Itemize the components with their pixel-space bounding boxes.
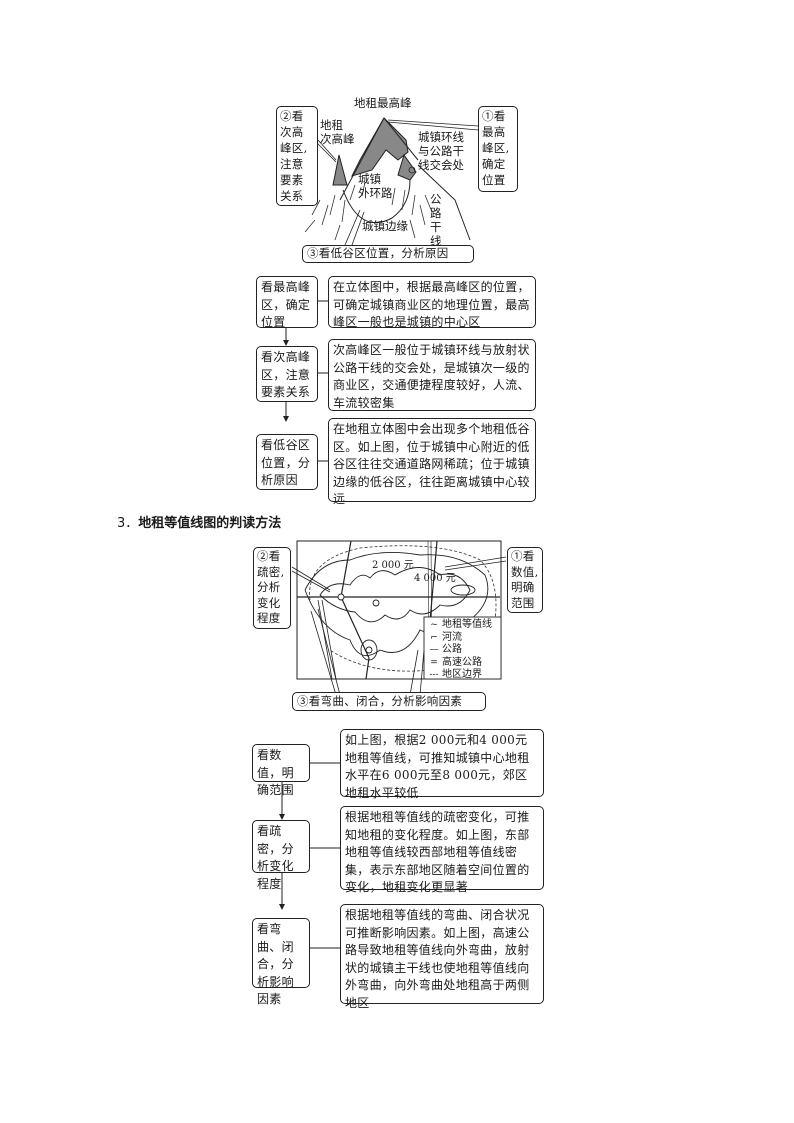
boundary-icon: --- <box>429 670 439 680</box>
flow1-desc-3: 在地租立体图中会出现多个地租低谷区。如上图，位于城镇中心附近的低谷区往往交通道路… <box>328 418 536 506</box>
isoline-label-4000: 4 000 元 <box>414 573 456 584</box>
flow1-desc-1: 在立体图中，根据最高峰区的位置，可确定城镇商业区的地理位置，最高峰区一般也是城镇… <box>328 276 536 329</box>
label-highway: 公 路 干 线 <box>430 192 442 248</box>
flow1-step-1: 看最高峰区，确定位置 <box>256 276 318 329</box>
expressway-icon: = <box>430 657 438 668</box>
label-ring-junction: 城镇环线 与公路干 线交会处 <box>418 130 464 172</box>
legend-item-boundary: ---地区边界 <box>429 669 482 680</box>
flow2-desc-2: 根据地租等值线的疏密变化，可推知地租的变化程度。如上图，东部地租等值线较西部地租… <box>340 806 544 894</box>
flow2-step-2: 看疏密，分析变化程度 <box>252 820 310 891</box>
isoline-map <box>291 540 507 696</box>
flow1-connectors <box>283 300 328 462</box>
label-highest-peak: 地租最高峰 <box>354 96 412 110</box>
section-number: 3． <box>117 516 139 531</box>
callout-density: ②看 疏密, 分析 变化 程度 <box>253 547 291 629</box>
river-icon: ⌐ <box>430 632 438 643</box>
label-town-edge: 城镇边缘 <box>362 219 408 233</box>
road-icon: — <box>429 645 439 655</box>
callout-valley: ③看低谷区位置，分析原因 <box>302 245 474 263</box>
flow1-step-3: 看低谷区位置，分析原因 <box>256 434 318 490</box>
map-legend: ~地租等值线 ⌐河流 —公路 =高速公路 ---地区边界 <box>428 619 492 682</box>
callout-secondary-peak: ②看 次高 峰区, 注意 要素 关系 <box>276 106 318 206</box>
section-title: 地租等值线图的判读方法 <box>138 516 282 531</box>
flow2-desc-3: 根据地租等值线的弯曲、闭合状况可推断影响因素。如上图，高速公路导致地租等值线向外… <box>340 904 544 1010</box>
isoline-label-2000: 2 000 元 <box>372 560 414 571</box>
label-outer-ring-road: 城镇 外环路 <box>358 172 393 200</box>
flow2-connectors <box>279 762 340 949</box>
section-3-heading: 3．地租等值线图的判读方法 <box>117 512 281 531</box>
flow1-desc-2: 次高峰区一般位于城镇环线与放射状公路干线的交会处，是城镇次一级的商业区，交通便捷… <box>328 339 536 411</box>
callout-bends: ③看弯曲、闭合，分析影响因素 <box>292 692 486 711</box>
label-secondary-peak: 地租 次高峰 <box>320 118 355 146</box>
legend-item-isoline: ~地租等值线 <box>428 619 492 632</box>
flow1-step-2: 看次高峰区，注意要素关系 <box>256 346 318 402</box>
callout-highest-peak: ①看 最高 峰区, 确定 位置 <box>478 106 518 192</box>
flow2-desc-1: 如上图，根据2 000元和4 000元地租等值线，可推知城镇中心地租水平在6 0… <box>340 729 544 800</box>
legend-item-road: —公路 <box>429 644 463 655</box>
legend-item-river: ⌐河流 <box>428 632 492 645</box>
rent-peak-illustration <box>304 117 479 246</box>
flow2-step-1: 看数值，明确范围 <box>252 744 310 797</box>
legend-item-expressway: =高速公路 <box>428 657 492 670</box>
isoline-icon: ~ <box>430 620 438 630</box>
callout-values: ①看 数值, 明确 范围 <box>507 547 543 613</box>
flow2-step-3: 看弯曲、闭合，分析影响因素 <box>252 918 310 1006</box>
